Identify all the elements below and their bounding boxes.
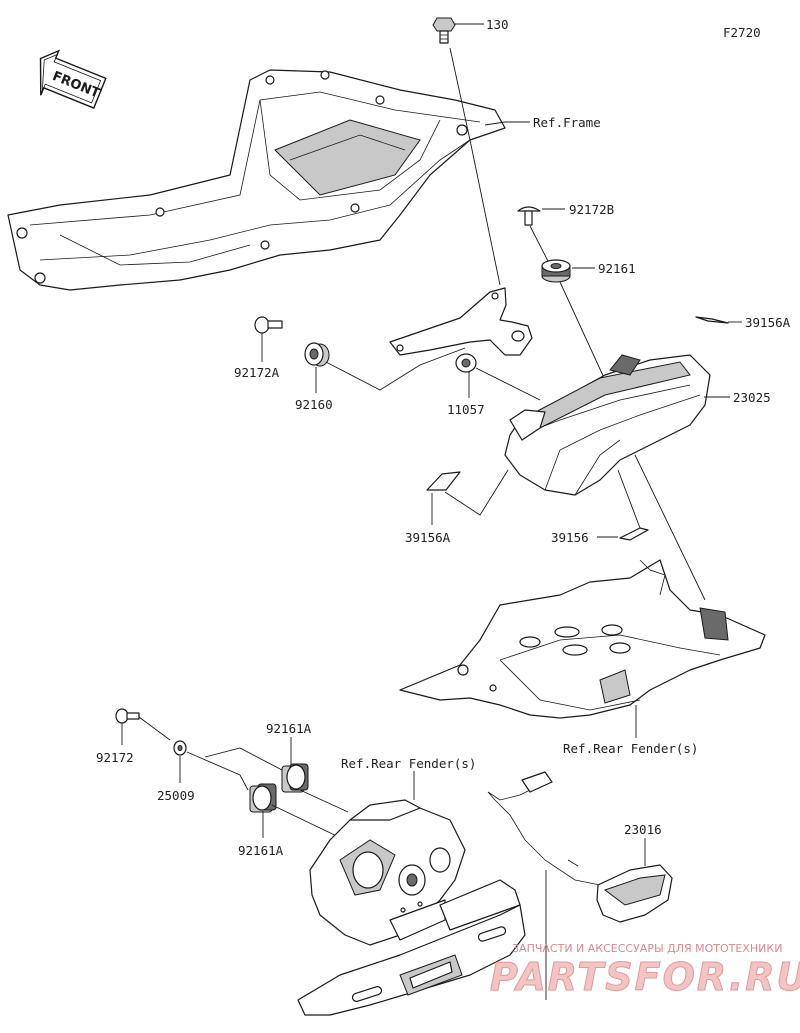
label-130: 130: [486, 17, 509, 32]
bolt-130: [432, 17, 456, 44]
label-92160: 92160: [295, 397, 333, 412]
label-92172a: 92172A: [234, 365, 280, 380]
sticker-39156a-top: [695, 316, 729, 324]
label-23016: 23016: [624, 822, 662, 837]
front-arrow-icon: FRONT: [39, 49, 107, 109]
label-ref-rear-fender-mid: Ref.Rear Fender(s): [563, 741, 698, 756]
grommet-92161a-top: [281, 763, 309, 793]
label-ref-rear-fender-low: Ref.Rear Fender(s): [341, 756, 476, 771]
label-92172b: 92172B: [569, 202, 614, 217]
rear-frame: [7, 69, 506, 291]
label-25009: 25009: [157, 788, 195, 803]
label-ref-frame: Ref.Frame: [533, 115, 601, 130]
bracket-11057: [389, 287, 533, 373]
license-holder: [297, 799, 526, 1016]
screw-92172a: [254, 316, 283, 334]
grommet-92161: [541, 259, 571, 283]
screw-92172: [115, 708, 140, 724]
grommet-92160: [304, 342, 330, 367]
label-92161: 92161: [598, 261, 636, 276]
license-light-23016: [487, 771, 673, 923]
figure-code: F2720: [723, 25, 761, 40]
label-39156a-left: 39156A: [405, 530, 451, 545]
watermark-tagline: ЗАПЧАСТИ И АКСЕССУАРЫ ДЛЯ МОТОТЕХНИКИ: [512, 942, 782, 955]
sticker-39156: [619, 527, 649, 541]
label-11057: 11057: [447, 402, 485, 417]
grommet-92161a-bottom: [249, 783, 277, 813]
label-39156a-top: 39156A: [745, 315, 791, 330]
tail-light-23025: [504, 354, 711, 496]
watermark-site: PARTSFOR.RU: [490, 955, 800, 999]
rear-fender-mid: [399, 559, 766, 719]
label-92161a-top: 92161A: [266, 721, 312, 736]
label-92161a-bottom: 92161A: [238, 843, 284, 858]
washer-25009: [173, 740, 187, 756]
label-39156: 39156: [551, 530, 589, 545]
sticker-39156a-left: [426, 471, 461, 491]
label-92172: 92172: [96, 750, 134, 765]
screw-92172b: [517, 206, 541, 226]
label-23025: 23025: [733, 390, 771, 405]
